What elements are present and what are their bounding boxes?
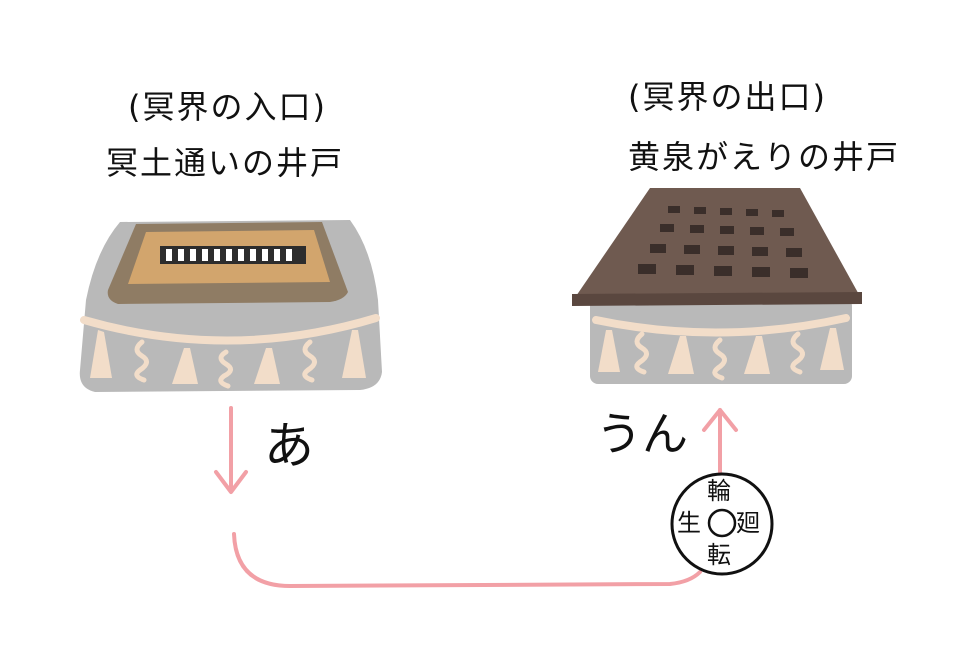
right-well-rope xyxy=(592,314,850,337)
left-well-grating xyxy=(160,246,306,264)
left-well-tassels xyxy=(90,330,366,384)
right-well-sound: うん xyxy=(596,407,688,461)
coin-hole xyxy=(707,508,737,538)
flow-curve xyxy=(232,532,702,589)
coin-char-top: 輪 xyxy=(707,477,731,505)
left-well-rope xyxy=(80,314,380,345)
right-well-roof xyxy=(572,188,862,302)
right-well xyxy=(572,188,862,384)
left-well-title: 冥土通いの井戸 xyxy=(106,144,345,182)
right-well-roof-holes xyxy=(638,206,808,278)
coin-char-right: 廻 xyxy=(736,509,760,537)
coin-char-bottom: 転 xyxy=(707,541,731,569)
left-well-shide xyxy=(134,339,317,389)
down-arrow xyxy=(214,406,248,494)
right-well-title: 黄泉がえりの井戸 xyxy=(628,138,901,176)
right-well-roof-edge xyxy=(572,292,862,306)
coin-char-left: 生 xyxy=(677,509,701,537)
up-arrow xyxy=(702,408,738,474)
left-well-sound: あ xyxy=(264,417,314,475)
right-well-tassels xyxy=(598,328,844,374)
left-well xyxy=(79,220,382,392)
left-well-subtitle: (冥界の入口) xyxy=(128,88,327,126)
right-well-shide xyxy=(634,331,805,381)
rinne-coin xyxy=(670,472,774,576)
right-well-subtitle: (冥界の出口) xyxy=(628,78,827,116)
